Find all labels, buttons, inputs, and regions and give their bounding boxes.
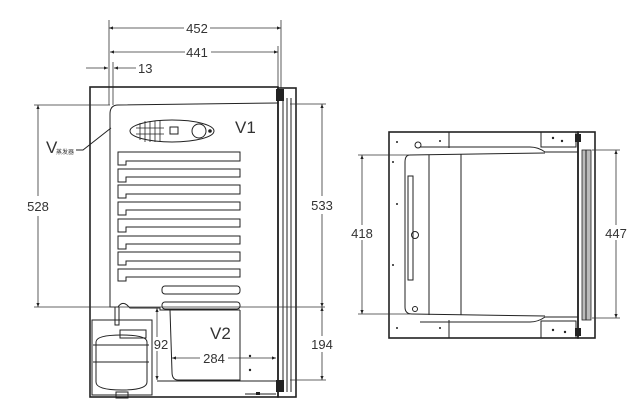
door <box>276 87 297 398</box>
dimension-lower-height: 194 <box>290 307 333 381</box>
label-v2: V2 <box>210 324 231 343</box>
side-view: 418 447 <box>350 131 627 339</box>
dimension-label: 441 <box>186 45 208 60</box>
evaporator-label-subscript: 蒸发器 <box>56 148 74 156</box>
dimension-label: 533 <box>311 198 333 213</box>
lower-compartment <box>157 309 278 382</box>
dimension-overall-width: 452 <box>108 20 282 105</box>
door <box>575 131 596 339</box>
dimension-outer-depth: 447 <box>592 149 627 319</box>
fixing-screw <box>411 231 419 239</box>
evaporator-fins <box>117 151 241 310</box>
dimension-offset: 13 <box>86 61 152 105</box>
dimension-label: 92 <box>154 337 168 352</box>
cabinet-top-outline <box>388 131 579 339</box>
evaporator-label-prefix: V <box>46 138 58 157</box>
compressor <box>91 306 153 399</box>
dimension-body-height: 533 <box>290 103 333 307</box>
label-v1: V1 <box>235 118 256 137</box>
dimension-body-width: 441 <box>110 44 279 100</box>
dimension-compartment-width: 284 <box>172 350 276 366</box>
dimension-label: 13 <box>138 61 152 76</box>
dimension-label: 452 <box>186 21 208 36</box>
dimension-inner-depth: 418 <box>350 154 410 315</box>
evaporator-label: V 蒸发器 <box>46 127 112 157</box>
dimension-compartment-height: 92 <box>153 308 169 380</box>
dimension-liner-height: 528 <box>27 104 325 308</box>
control-panel <box>129 119 215 143</box>
dimension-label: 194 <box>311 337 333 352</box>
dimension-label: 284 <box>203 351 225 366</box>
dimension-label: 447 <box>605 226 627 241</box>
dimension-label: 528 <box>27 199 49 214</box>
dimension-label: 418 <box>351 226 373 241</box>
front-view: 452 441 13 <box>27 20 333 399</box>
